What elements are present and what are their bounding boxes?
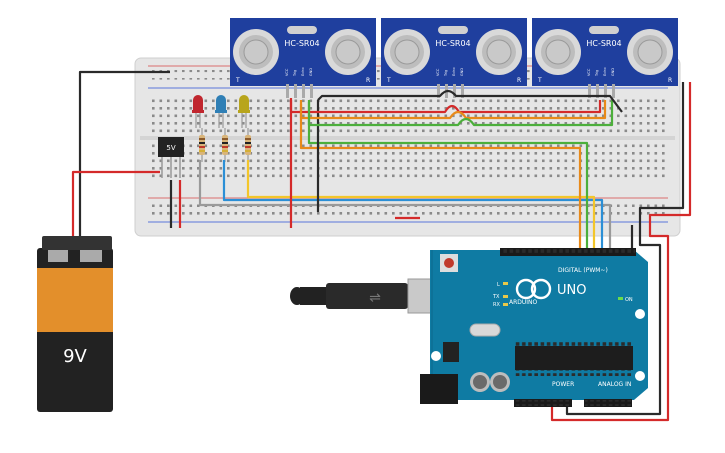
resistor bbox=[245, 128, 251, 162]
rx-label: RX bbox=[493, 302, 500, 308]
resistor bbox=[199, 128, 205, 162]
wire-black-right bbox=[565, 82, 685, 416]
wires bbox=[71, 70, 692, 422]
sensor-t-label: T bbox=[386, 77, 391, 84]
sensor-r-label: R bbox=[366, 77, 370, 84]
on-label: ON bbox=[625, 297, 633, 303]
l-label: L bbox=[497, 282, 500, 288]
sensor-pin-label: VCC bbox=[285, 68, 289, 76]
sensor-pin-label: Echo bbox=[452, 68, 456, 77]
wire-blue-led bbox=[222, 160, 604, 255]
sensor-pin-label: Echo bbox=[301, 68, 305, 77]
sensor-t-label: T bbox=[537, 77, 542, 84]
sensor-pin-label: Trig bbox=[444, 70, 448, 77]
sensor-pin-label: GND bbox=[460, 68, 464, 76]
wire-red-right bbox=[550, 82, 692, 422]
sensor-r-label: R bbox=[517, 77, 521, 84]
sensor-model-label: HC-SR04 bbox=[284, 39, 319, 48]
led-body bbox=[193, 95, 203, 110]
sensor-pin-label: VCC bbox=[587, 68, 591, 76]
arduino-brand: ARDUINO bbox=[509, 299, 538, 306]
wire-gray-led bbox=[198, 160, 612, 255]
led bbox=[192, 95, 204, 128]
sensor-model-label: HC-SR04 bbox=[586, 39, 621, 48]
battery-label: 9V bbox=[63, 346, 87, 367]
sensor-pin-label: GND bbox=[611, 68, 615, 76]
sensor-pin-label: GND bbox=[309, 68, 313, 76]
wire-orange-s1 bbox=[299, 100, 582, 255]
regulator-label: 5V bbox=[166, 144, 175, 152]
sensor-pin-label: Trig bbox=[293, 70, 297, 77]
sensor-t-label: T bbox=[235, 77, 240, 84]
arduino-model: UNO bbox=[557, 283, 586, 298]
analog-label: ANALOG IN bbox=[598, 381, 631, 388]
tx-label: TX bbox=[492, 294, 500, 300]
arduino-uno: DIGITAL (PWM~) ARDUINO UNO L TX RX ON PO… bbox=[420, 248, 648, 407]
led bbox=[238, 95, 250, 128]
sensor-pin-label: Trig bbox=[595, 70, 599, 77]
sensor-model-label: HC-SR04 bbox=[435, 39, 470, 48]
wire-red-battery bbox=[71, 170, 160, 238]
led-body bbox=[216, 95, 226, 110]
wire-black-bus bbox=[317, 89, 623, 113]
wire-black-battery bbox=[78, 70, 170, 238]
wire-yellow-led bbox=[246, 160, 596, 255]
led-body bbox=[239, 95, 249, 110]
sensor-pin-label: VCC bbox=[436, 68, 440, 76]
digital-label: DIGITAL (PWM~) bbox=[558, 267, 608, 274]
power-label: POWER bbox=[552, 381, 574, 388]
wire-green-bus bbox=[307, 100, 614, 127]
usb-icon: ⇌ bbox=[369, 290, 381, 306]
sensor-r-label: R bbox=[668, 77, 672, 84]
voltage-regulator: 5V bbox=[158, 137, 184, 178]
battery-9v: 9V bbox=[37, 236, 113, 412]
sensor-pin-label: Echo bbox=[603, 68, 607, 77]
led bbox=[215, 95, 227, 128]
resistor bbox=[222, 128, 228, 162]
